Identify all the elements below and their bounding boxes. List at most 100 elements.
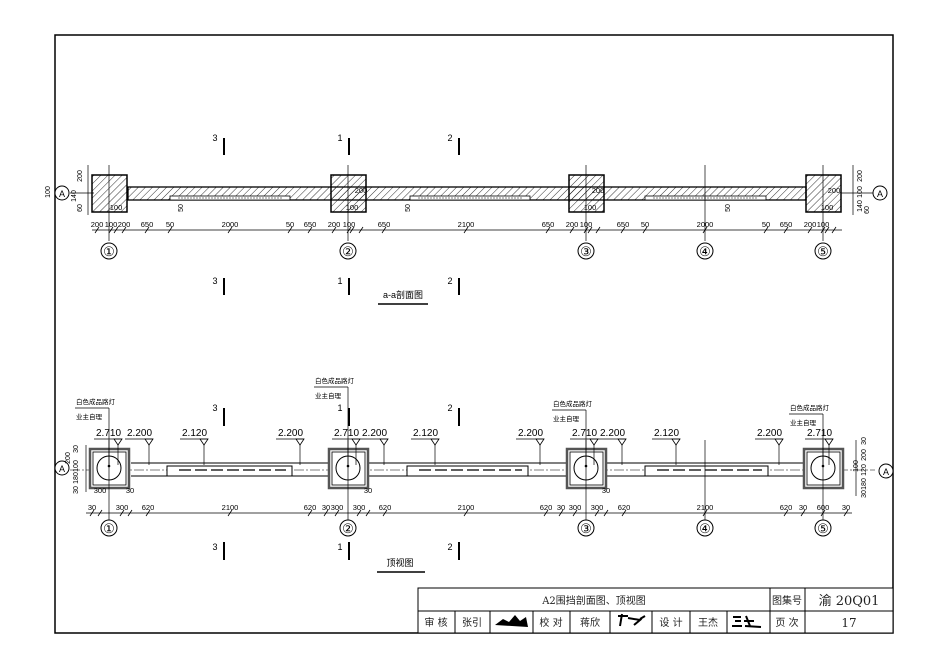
dim-tick	[587, 226, 593, 234]
view-title: 顶视图	[386, 557, 413, 568]
dim-label: 2000	[222, 220, 239, 229]
dim-label: 300	[591, 503, 604, 512]
dim-tick	[346, 226, 352, 234]
dim-label: 30	[799, 503, 807, 512]
dim-label: 30	[557, 503, 565, 512]
dim-label: 100	[343, 220, 356, 229]
section-mark-label: 3	[212, 403, 217, 413]
dim-tick	[108, 226, 114, 234]
elevation-label: 2.710	[96, 428, 121, 439]
axis-bubble	[814, 519, 832, 537]
dim-tick	[227, 226, 233, 234]
sheet-border	[54, 34, 894, 634]
dim-tick	[824, 226, 830, 234]
dim-tick	[463, 226, 469, 234]
dim-label: 200	[91, 220, 104, 229]
dim-label: 50	[178, 204, 185, 212]
pillar-cap	[327, 447, 370, 490]
section-mark-label: 2	[447, 276, 452, 286]
section-mark-label: 2	[447, 403, 452, 413]
axis-bubble	[577, 519, 595, 537]
dim-label: 200	[65, 452, 72, 464]
dim-label: 200	[592, 186, 605, 195]
dim-label: 620	[540, 503, 553, 512]
grid-bubble	[54, 460, 70, 476]
grid-label: A	[59, 464, 65, 474]
elevation-mark	[774, 438, 784, 446]
dim-label: 600	[817, 503, 830, 512]
dim-tick	[572, 509, 578, 517]
dim-tick	[831, 226, 837, 234]
dim-tick	[145, 509, 151, 517]
section-mark-label: 1	[337, 542, 342, 552]
dim-label: 30	[88, 503, 96, 512]
dim-label: 620	[142, 503, 155, 512]
dim-tick	[365, 509, 371, 517]
dim-label: 100	[857, 186, 864, 198]
pillar-cap	[88, 447, 131, 490]
lamp-note: 业主自理	[315, 391, 342, 400]
dim-label: 100	[45, 186, 52, 198]
checker-name: 蒋欣	[580, 616, 600, 629]
elevation-mark	[589, 438, 599, 446]
axis-bubble	[577, 242, 595, 260]
dim-label: 650	[141, 220, 154, 229]
elevation-label: 2.710	[334, 428, 359, 439]
grid-bubble	[878, 463, 894, 479]
atlas-no-label: 图集号	[772, 594, 802, 607]
axis-bubble	[814, 242, 832, 260]
dim-tick	[558, 509, 564, 517]
grid-label: A	[883, 467, 889, 477]
dim-label: 300	[116, 503, 129, 512]
dim-tick	[543, 509, 549, 517]
elevation-label: 2.710	[572, 428, 597, 439]
dim-tick	[545, 226, 551, 234]
dim-label: 100	[73, 460, 80, 472]
dim-tick	[331, 226, 337, 234]
dim-tick	[89, 509, 95, 517]
atlas-no: 渝 20Q01	[819, 593, 880, 609]
dim-label: 50	[725, 204, 732, 212]
dim-label: 30	[602, 486, 610, 495]
elevation-label: 2.200	[278, 428, 303, 439]
dim-label: 200	[328, 220, 341, 229]
dim-label: 200	[861, 449, 868, 461]
dim-label: 60	[77, 204, 84, 212]
dim-label: 30	[73, 486, 80, 494]
dim-label: 60	[864, 206, 871, 214]
dim-tick	[113, 226, 119, 234]
dim-label: 620	[304, 503, 317, 512]
dim-label: 200	[804, 220, 817, 229]
elevation-label: 2.200	[757, 428, 782, 439]
pillar-cap	[565, 447, 608, 490]
lamp-note: 业主自理	[790, 418, 817, 427]
drawing-title: A2围挡剖面图、顶视图	[541, 594, 646, 607]
dim-label: 200	[118, 220, 131, 229]
grid-label: A	[59, 189, 65, 199]
dim-tick	[783, 509, 789, 517]
axis-bubble	[696, 242, 714, 260]
dim-tick	[323, 509, 329, 517]
section-mark-label: 3	[212, 542, 217, 552]
dim-label: 300	[94, 486, 107, 495]
section-mark-label: 3	[212, 276, 217, 286]
section-mark-label: 1	[337, 403, 342, 413]
axis-label: ⑤	[817, 244, 829, 259]
pillar-body	[92, 451, 127, 486]
axis-label: ②	[342, 244, 354, 259]
title-block: A2围挡剖面图、顶视图 图集号 渝 20Q01 审 核 张引 校 对 蒋欣 设 …	[417, 587, 894, 634]
elevation-label: 2.120	[413, 428, 438, 439]
elevation-label: 2.200	[518, 428, 543, 439]
dim-label: 200	[355, 186, 368, 195]
pillar-body	[569, 451, 604, 486]
elevation-label: 2.200	[127, 428, 152, 439]
elevation-mark	[430, 438, 440, 446]
dim-label: 200	[566, 220, 579, 229]
dim-label: 30	[126, 486, 134, 495]
elevation-mark	[671, 438, 681, 446]
pillar-section	[91, 174, 128, 213]
dim-label: 30	[364, 486, 372, 495]
elevation-mark	[824, 438, 834, 446]
elevation-label: 2.200	[362, 428, 387, 439]
